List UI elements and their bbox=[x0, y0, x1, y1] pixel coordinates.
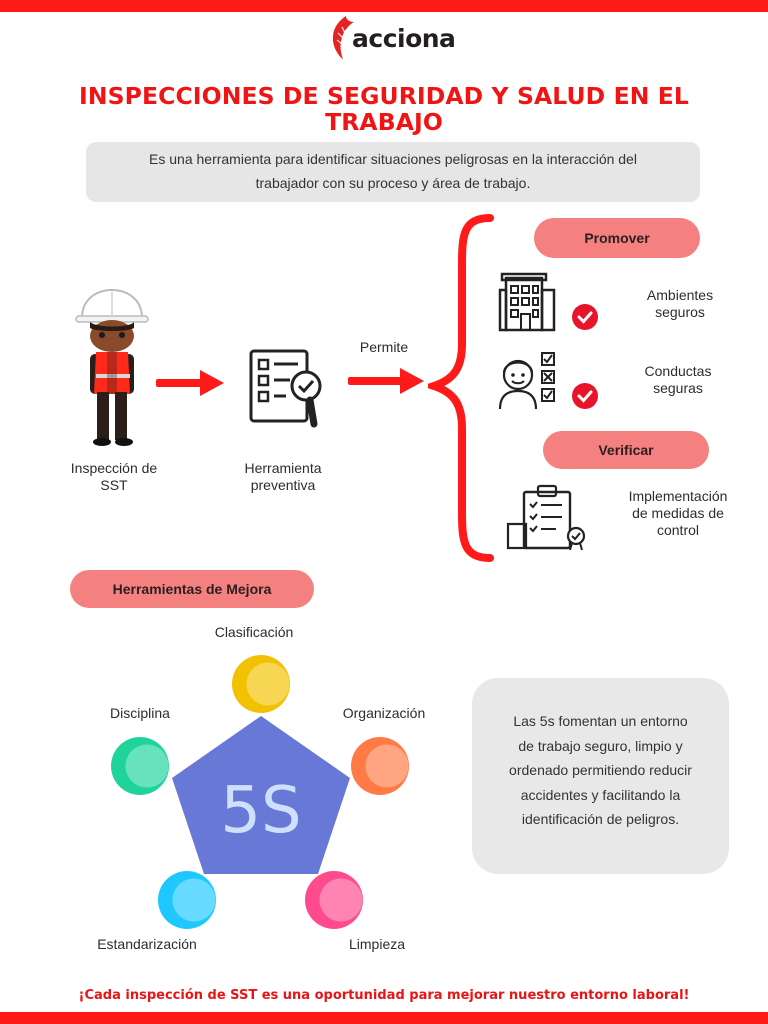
verificar-item-line-3: control bbox=[656, 522, 700, 538]
worker-checklist-icon bbox=[498, 352, 555, 410]
verificar-item-line-1: Implementación bbox=[628, 488, 728, 504]
inspector-worker-icon bbox=[75, 288, 149, 446]
bottom-bar bbox=[0, 1012, 768, 1024]
inspection-label-line-2: SST bbox=[100, 477, 128, 493]
checklist-magnifier-icon bbox=[249, 349, 322, 428]
promover-item-1-line-1: Ambientes bbox=[646, 287, 714, 303]
top-bar bbox=[0, 0, 768, 12]
step-disciplina-circle bbox=[111, 737, 169, 795]
tool-label: Herramienta preventiva bbox=[222, 460, 344, 494]
arrow-right-icon bbox=[348, 368, 424, 394]
5s-description: Las 5s fomentan un entorno de trabajo se… bbox=[472, 678, 729, 874]
step-estandarizacion-circle bbox=[158, 871, 216, 929]
5s-description-line-5: identificación de peligros. bbox=[521, 811, 680, 827]
intro-line-2: trabajador con su proceso y área de trab… bbox=[255, 175, 531, 191]
step-organizacion-label: Organización bbox=[342, 705, 426, 721]
mejora-heading: Herramientas de Mejora bbox=[70, 570, 314, 608]
step-estandarizacion-label: Estandarización bbox=[97, 936, 197, 952]
brace-icon bbox=[428, 214, 494, 562]
5s-label: 5S bbox=[220, 774, 301, 848]
5s-pentagon: 5S bbox=[172, 716, 350, 874]
page-title: INSPECCIONES DE SEGURIDAD Y SALUD EN EL … bbox=[20, 83, 748, 135]
promover-heading: Promover bbox=[534, 218, 700, 258]
inspection-label: Inspección de SST bbox=[54, 460, 174, 494]
promover-item-1-label: Ambientes seguros bbox=[620, 287, 740, 321]
promover-item-1-line-2: seguros bbox=[655, 304, 705, 320]
building-icon bbox=[498, 272, 556, 332]
acciona-logo: acciona bbox=[330, 14, 460, 62]
footer-message: ¡Cada inspección de SST es una oportunid… bbox=[78, 988, 690, 1003]
connector-label: Permite bbox=[359, 339, 409, 355]
5s-description-line-1: Las 5s fomentan un entorno bbox=[513, 713, 688, 729]
step-limpieza-circle bbox=[305, 871, 363, 929]
verificar-heading: Verificar bbox=[543, 431, 709, 469]
intro-line-1: Es una herramienta para identificar situ… bbox=[149, 151, 637, 167]
verificar-item-label: Implementación de medidas de control bbox=[608, 488, 748, 539]
5s-description-line-4: accidentes y facilitando la bbox=[520, 786, 681, 803]
intro-box: Es una herramienta para identificar situ… bbox=[86, 142, 700, 202]
promover-item-2-line-2: seguras bbox=[653, 380, 703, 396]
tool-label-line-2: preventiva bbox=[250, 477, 316, 493]
tool-label-line-1: Herramienta bbox=[244, 460, 322, 476]
step-organizacion-circle bbox=[351, 737, 409, 795]
title-line-2: TRABAJO bbox=[325, 108, 443, 136]
clipboard-check-icon bbox=[506, 484, 586, 551]
5s-description-line-2: de trabajo seguro, limpio y bbox=[518, 737, 683, 754]
leaf-icon bbox=[332, 16, 354, 61]
inspection-label-line-1: Inspección de bbox=[70, 460, 158, 476]
arrow-right-icon bbox=[156, 370, 224, 396]
step-disciplina-label: Disciplina bbox=[110, 705, 170, 721]
step-clasificacion-circle bbox=[232, 655, 290, 713]
5s-description-line-3: ordenado permitiendo reducir bbox=[509, 762, 692, 778]
check-circle-icon bbox=[572, 304, 598, 330]
promover-item-2-line-1: Conductas bbox=[644, 363, 712, 379]
title-line-1: INSPECCIONES DE SEGURIDAD Y SALUD EN EL bbox=[78, 82, 689, 110]
step-clasificacion-label: Clasificación bbox=[214, 624, 294, 640]
promover-item-2-label: Conductas seguras bbox=[618, 363, 738, 397]
brand-name: acciona bbox=[352, 24, 456, 53]
verificar-item-line-2: de medidas de bbox=[632, 505, 724, 521]
step-limpieza-label: Limpieza bbox=[348, 936, 406, 952]
check-circle-icon bbox=[572, 383, 598, 409]
